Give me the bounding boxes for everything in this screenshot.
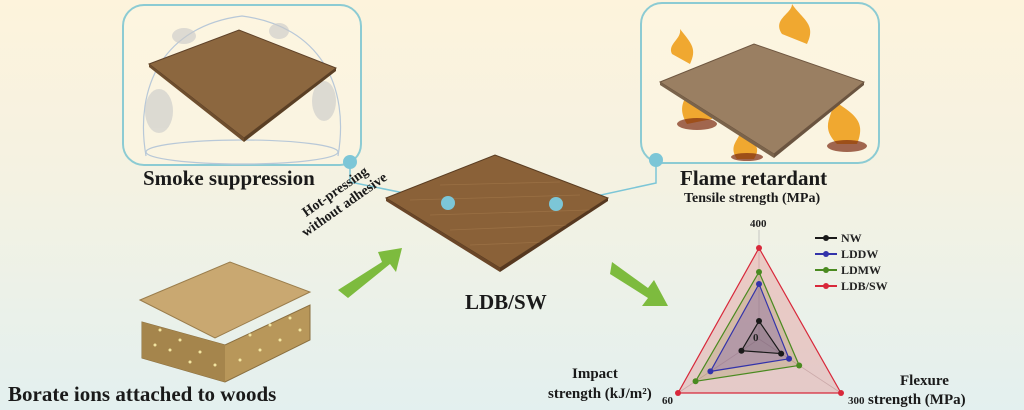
legend-marker (815, 251, 837, 257)
radar-point-ldmw-0 (756, 268, 762, 275)
legend-label: LDDW (841, 246, 879, 261)
tick-label-flexure-max: 300 (848, 395, 865, 407)
legend-item-ldb-sw: LDB/SW (815, 278, 888, 294)
legend-label: LDB/SW (841, 278, 888, 293)
borate-ions-label: Borate ions attached to woods (8, 382, 277, 406)
axis-label-tensile: Tensile strength (MPa) (684, 191, 821, 206)
legend-marker (815, 267, 837, 273)
radar-point-ldb-sw-2 (675, 390, 681, 396)
radar-series-lddw (709, 282, 790, 373)
radar-point-nw-2 (738, 347, 745, 354)
radar-point-lddw-1 (786, 355, 793, 362)
board-node-right (549, 197, 563, 211)
radar-point-ldb-sw-0 (756, 244, 762, 251)
radar-point-nw-0 (756, 318, 762, 325)
board-node-left (441, 196, 455, 210)
borate-wood-stack (138, 261, 312, 383)
legend-item-lddw: LDDW (815, 246, 888, 262)
axis-label-flexure-2: strength (MPa) (868, 392, 966, 408)
smoke-suppression-panel (122, 4, 362, 166)
axis-label-impact-2: strength (kJ/m²) (548, 386, 652, 402)
legend-marker (815, 235, 837, 241)
radar-point-lddw-0 (756, 280, 762, 287)
legend-item-ldmw: LDMW (815, 262, 888, 278)
legend-item-nw: NW (815, 230, 888, 246)
axis-label-impact-1: Impact (572, 366, 618, 382)
radar-point-ldb-sw-1 (838, 390, 844, 396)
tick-label-center: 0 (753, 332, 759, 344)
radar-point-nw-1 (778, 350, 785, 357)
smoke-suppression-title: Smoke suppression (143, 166, 315, 190)
radar-series-ldmw (694, 270, 801, 383)
tick-label-tensile-max: 400 (750, 218, 767, 230)
flame-retardant-title: Flame retardant (680, 166, 828, 190)
smoke-dome-illustration (142, 15, 342, 165)
radar-point-ldmw-1 (796, 362, 803, 369)
legend-label: LDMW (841, 262, 881, 277)
tick-label-impact-max: 60 (662, 395, 674, 407)
ldb-sw-label: LDB/SW (465, 290, 547, 314)
radar-point-ldmw-2 (692, 378, 699, 385)
radar-series-nw (740, 319, 783, 355)
axis-label-flexure-1: Flexure (900, 373, 949, 389)
radar-point-lddw-2 (707, 368, 714, 375)
flame-illustration (658, 4, 867, 161)
flame-retardant-panel (640, 2, 880, 164)
hot-pressing-arrow-icon (338, 248, 402, 298)
legend-label: NW (841, 230, 862, 245)
to-chart-arrow-icon (610, 262, 668, 306)
legend-marker (815, 283, 837, 289)
radar-axis-2 (677, 338, 760, 394)
